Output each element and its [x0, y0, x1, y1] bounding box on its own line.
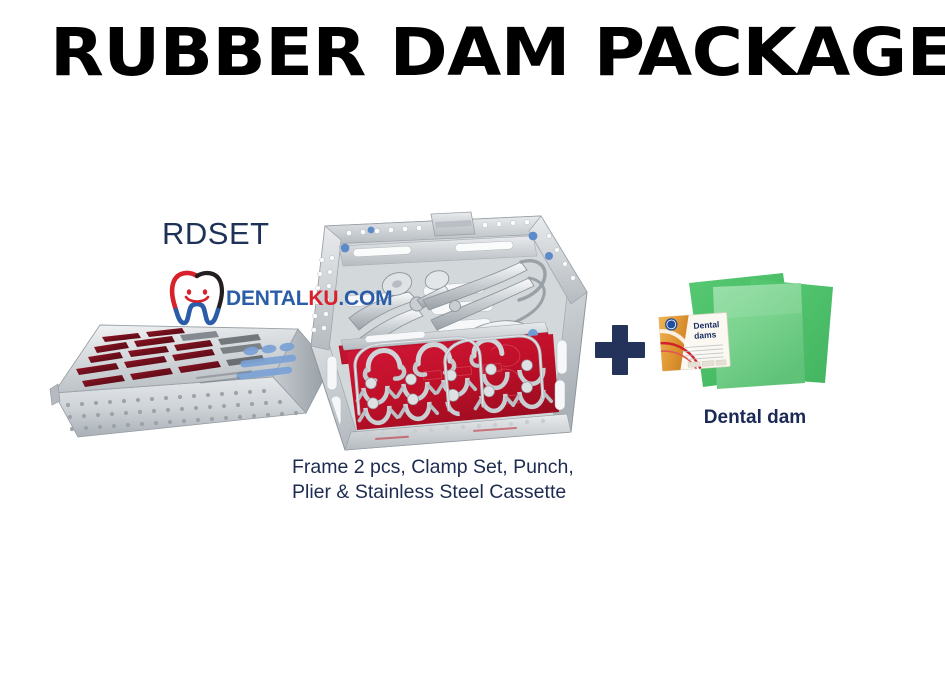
set-contents-caption: Frame 2 pcs, Clamp Set, Punch, Plier & S…: [292, 455, 592, 505]
dam-box-title-line2: dams: [694, 329, 717, 341]
product-code-label: RDSET: [162, 216, 270, 251]
tooth-icon: [168, 270, 226, 328]
dentalku-logo: DENTALKU.COM: [168, 270, 393, 330]
plus-vertical-bar: [612, 325, 628, 375]
wordmark-dental: DENTAL: [226, 287, 309, 310]
plus-icon: [595, 325, 645, 375]
wordmark-com: .COM: [338, 287, 393, 310]
set-caption-line-1: Frame 2 pcs, Clamp Set, Punch,: [292, 456, 574, 478]
wordmark-ku: KU: [308, 287, 339, 310]
set-caption-line-2: Plier & Stainless Steel Cassette: [292, 481, 567, 503]
dental-dam-image: Dental dams: [655, 265, 855, 405]
open-cassette-image: [305, 200, 595, 455]
dental-dam-caption: Dental dam: [703, 407, 807, 428]
page-title: RUBBER DAM PACKAGE: [50, 14, 945, 91]
closed-cassette-image: [48, 285, 338, 475]
dentalku-wordmark: DENTALKU.COM: [226, 287, 393, 311]
dam-box-title-line1: Dental: [693, 319, 720, 331]
